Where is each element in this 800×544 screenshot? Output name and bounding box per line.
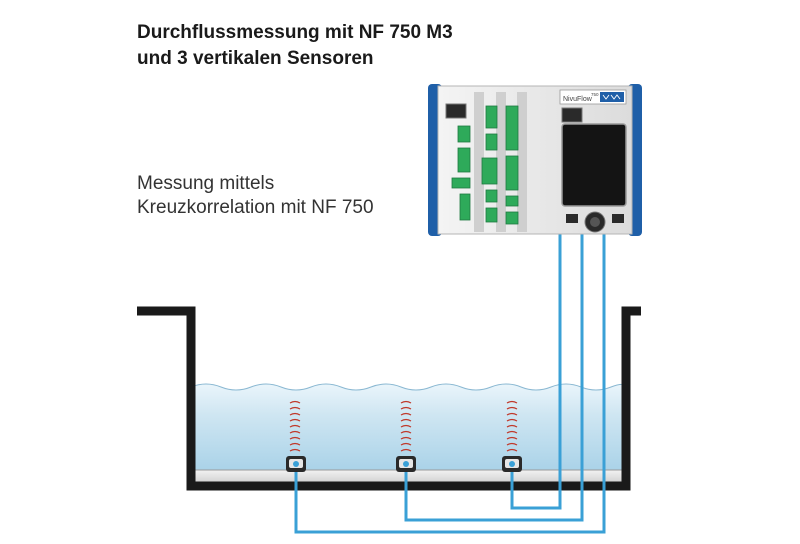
sensor-2 — [396, 456, 416, 472]
io-module — [451, 177, 471, 189]
brand-name: NivuFlow — [563, 96, 593, 103]
title-line-2: und 3 vertikalen Sensoren — [137, 48, 374, 69]
brand-model: 750 — [591, 92, 599, 97]
cable-sensor-2 — [404, 232, 584, 522]
io-module — [505, 211, 519, 225]
signal-beams — [289, 400, 518, 452]
caption-line-2: Kreuzkorrelation mit NF 750 — [137, 197, 374, 218]
sensor-cables — [294, 232, 606, 534]
nf750-device: NivuFlow 750 — [428, 84, 642, 236]
cable-sensor-1 — [294, 232, 606, 534]
cable-sensor-3 — [510, 232, 562, 510]
signal-beam-2 — [400, 400, 412, 452]
measurement-caption: Messung mittels Kreuzkorrelation mit NF … — [137, 172, 374, 220]
diagram-title: Durchflussmessung mit NF 750 M3 und 3 ve… — [137, 20, 453, 72]
display-header-window — [561, 107, 583, 123]
sensor-1 — [286, 456, 306, 472]
io-module — [485, 207, 498, 223]
sensor-3 — [502, 456, 522, 472]
io-module — [457, 125, 471, 143]
io-module — [485, 133, 498, 151]
device-brand-label: NivuFlow 750 — [559, 89, 627, 105]
io-module — [505, 105, 519, 151]
io-module — [505, 155, 519, 191]
io-module — [505, 195, 519, 207]
signal-beam-1 — [289, 400, 301, 452]
caption-line-1: Messung mittels — [137, 173, 275, 194]
io-module — [457, 147, 471, 173]
title-line-1: Durchflussmessung mit NF 750 M3 — [137, 22, 453, 43]
water-body — [190, 383, 627, 473]
channel-wall — [137, 306, 641, 491]
io-module — [485, 105, 498, 129]
io-modules — [451, 105, 519, 225]
io-module — [481, 157, 498, 185]
signal-beam-3 — [506, 400, 518, 452]
device-display — [561, 123, 627, 207]
io-module — [485, 189, 498, 203]
device-right-key — [612, 214, 624, 223]
device-status-window — [445, 103, 467, 119]
device-left-key — [566, 214, 578, 223]
io-module — [459, 193, 471, 221]
